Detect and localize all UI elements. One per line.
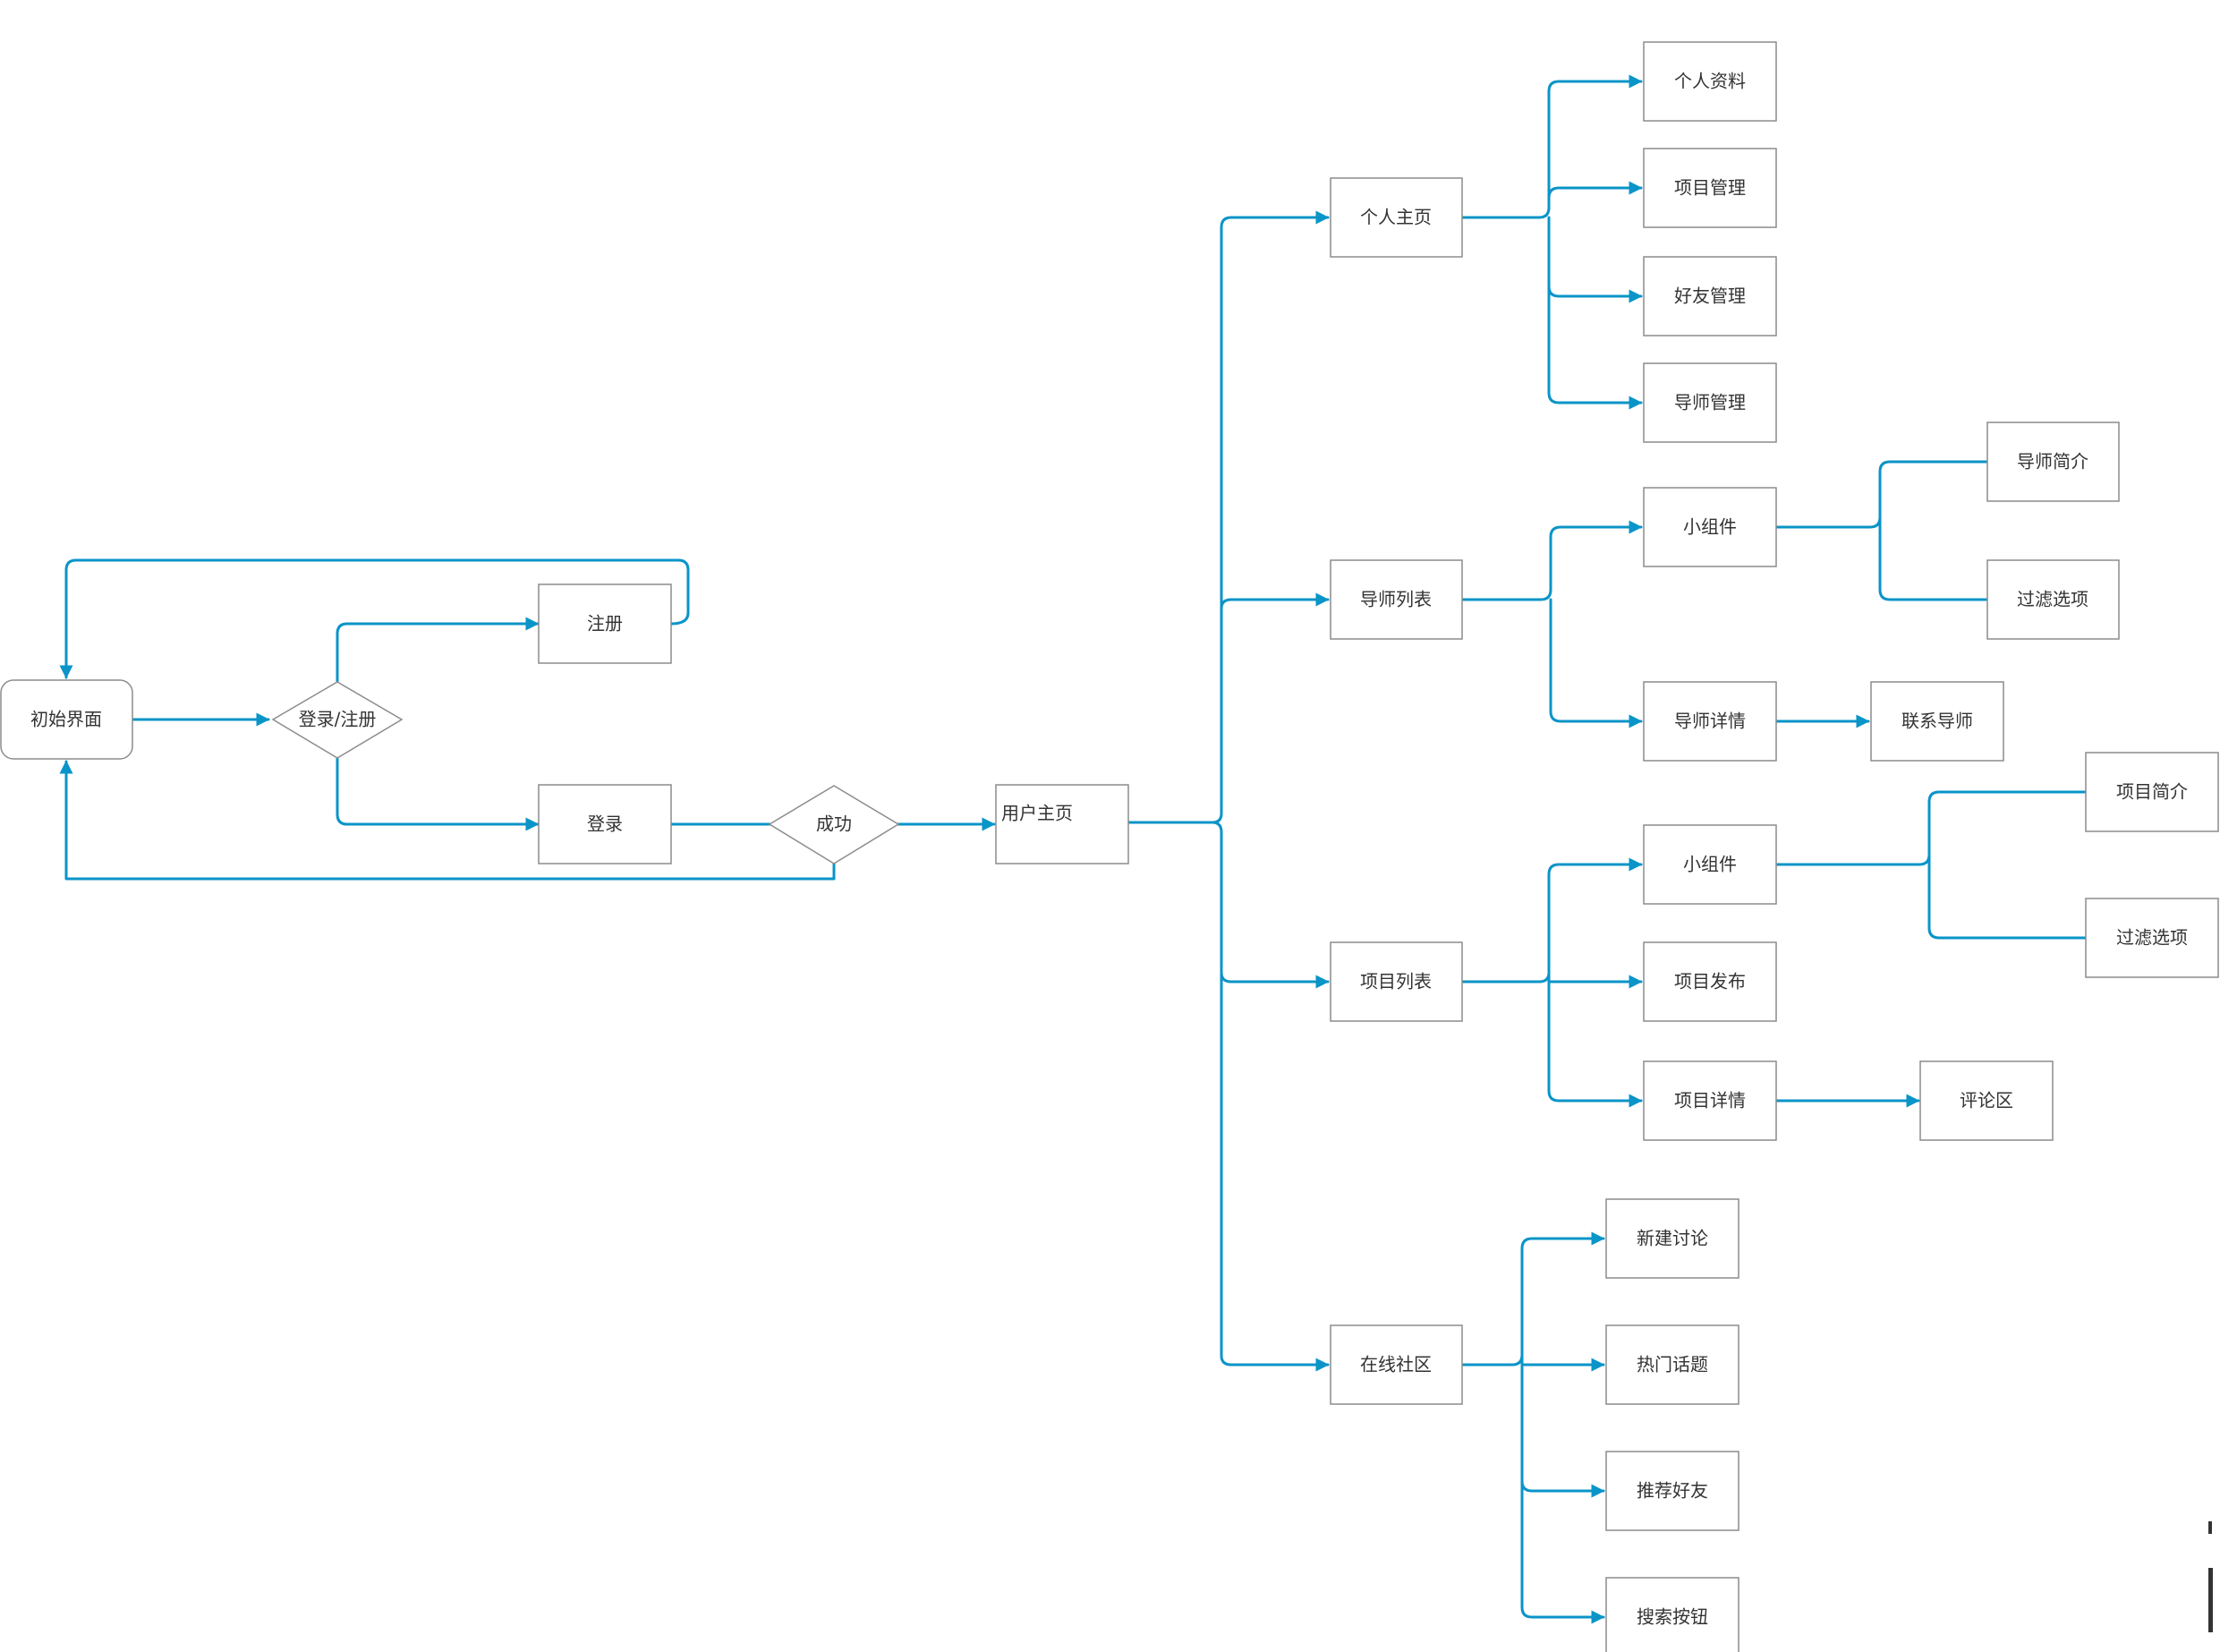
node-friend-mgmt[interactable]: 好友管理 <box>1643 256 1777 336</box>
node-success-label: 成功 <box>816 813 852 835</box>
node-project-detail-label: 项目详情 <box>1674 1090 1746 1111</box>
connector-to-community <box>1220 971 1330 1372</box>
node-mentor-detail-label: 导师详情 <box>1674 711 1746 732</box>
node-mentor-widget[interactable]: 小组件 <box>1643 487 1777 567</box>
connector-personal-trunk <box>1460 74 1643 219</box>
node-project-publish-label: 项目发布 <box>1674 971 1746 992</box>
nodes: 初始界面 登录/注册 注册 登录 成功 用户主页 个人主页 <box>0 41 2219 1652</box>
node-start-label: 初始界面 <box>30 709 102 730</box>
connector-register-loop <box>59 558 690 679</box>
connector-success-fail-loop <box>59 760 836 881</box>
connector-to-recommend-friends <box>1520 1353 1605 1498</box>
node-project-list-label: 项目列表 <box>1360 971 1432 992</box>
node-login-or-register[interactable]: 登录/注册 <box>271 681 404 759</box>
node-success[interactable]: 成功 <box>768 785 900 864</box>
node-mentor-list[interactable]: 导师列表 <box>1330 559 1463 640</box>
node-mentor-intro[interactable]: 导师简介 <box>1986 422 2120 502</box>
connector-community-trunk <box>1460 1231 1605 1367</box>
node-contact-mentor[interactable]: 联系导师 <box>1870 681 2004 762</box>
node-project-intro[interactable]: 项目简介 <box>2085 752 2219 832</box>
connector-to-project-detail <box>1547 971 1643 1108</box>
node-project-list[interactable]: 项目列表 <box>1330 941 1463 1022</box>
node-community[interactable]: 在线社区 <box>1330 1324 1463 1405</box>
node-mentor-detail[interactable]: 导师详情 <box>1643 681 1777 762</box>
connector-to-friend-mgmt <box>1547 216 1643 303</box>
connectors <box>59 74 2088 1624</box>
node-recommend-friends-label: 推荐好友 <box>1637 1480 1708 1502</box>
node-recommend-friends[interactable]: 推荐好友 <box>1605 1451 1739 1531</box>
node-profile-label: 个人资料 <box>1674 71 1746 92</box>
connector-to-project-list <box>1211 821 1330 989</box>
node-login-or-register-label: 登录/注册 <box>299 709 377 730</box>
node-new-discussion-label: 新建讨论 <box>1637 1228 1708 1249</box>
node-mentor-filter[interactable]: 过滤选项 <box>1986 559 2120 640</box>
node-project-mgmt[interactable]: 项目管理 <box>1643 148 1777 228</box>
node-hot-topics-label: 热门话题 <box>1637 1354 1708 1375</box>
node-project-widget[interactable]: 小组件 <box>1643 824 1777 905</box>
node-personal-home[interactable]: 个人主页 <box>1330 177 1463 258</box>
node-mentor-mgmt-label: 导师管理 <box>1674 392 1746 413</box>
node-profile[interactable]: 个人资料 <box>1643 41 1777 122</box>
connector-widget-to-filter <box>1878 515 1989 601</box>
node-comments[interactable]: 评论区 <box>1919 1060 2054 1141</box>
node-mentor-mgmt[interactable]: 导师管理 <box>1643 362 1777 443</box>
connector-to-mentor-detail <box>1549 598 1643 728</box>
node-project-widget-label: 小组件 <box>1683 854 1737 875</box>
node-comments-label: 评论区 <box>1960 1090 2013 1111</box>
node-mentor-filter-label: 过滤选项 <box>2017 589 2088 610</box>
node-user-home-label: 用户主页 <box>1001 803 1073 824</box>
node-user-home[interactable]: 用户主页 <box>995 784 1129 864</box>
node-login[interactable]: 登录 <box>538 784 672 864</box>
node-community-label: 在线社区 <box>1360 1354 1432 1375</box>
connector-decision-to-login <box>336 755 540 831</box>
right-edge-scroll-handle[interactable] <box>2208 1521 2213 1632</box>
connector-widget-to-intro <box>1774 460 1989 529</box>
connector-pwidget-to-intro <box>1774 790 2088 866</box>
connector-pwidget-to-filter <box>1927 853 2088 940</box>
connector-to-search-button <box>1520 1479 1605 1624</box>
connector-project-list-trunk <box>1460 857 1643 984</box>
node-friend-mgmt-label: 好友管理 <box>1674 285 1746 307</box>
connector-to-project-mgmt <box>1547 181 1643 209</box>
node-register[interactable]: 注册 <box>538 583 672 664</box>
node-personal-home-label: 个人主页 <box>1360 207 1432 228</box>
node-mentor-intro-label: 导师简介 <box>2017 451 2088 473</box>
node-search-button[interactable]: 搜索按钮 <box>1605 1577 1739 1652</box>
node-register-label: 注册 <box>587 613 623 634</box>
node-mentor-list-label: 导师列表 <box>1360 589 1432 610</box>
connector-to-mentor-list <box>1220 592 1330 610</box>
node-project-mgmt-label: 项目管理 <box>1674 177 1746 199</box>
node-project-filter-label: 过滤选项 <box>2116 927 2188 949</box>
node-mentor-widget-label: 小组件 <box>1683 516 1737 538</box>
connector-decision-to-register <box>336 617 540 684</box>
node-start[interactable]: 初始界面 <box>0 679 133 760</box>
connector-mentor-list-trunk <box>1460 520 1643 601</box>
node-project-filter[interactable]: 过滤选项 <box>2085 898 2219 978</box>
connector-user-home-trunk <box>1127 210 1330 824</box>
node-contact-mentor-label: 联系导师 <box>1901 711 1973 732</box>
node-project-publish[interactable]: 项目发布 <box>1643 941 1777 1022</box>
connector-to-mentor-mgmt <box>1547 285 1643 410</box>
node-search-button-label: 搜索按钮 <box>1637 1606 1708 1628</box>
node-hot-topics[interactable]: 热门话题 <box>1605 1324 1739 1405</box>
node-new-discussion[interactable]: 新建讨论 <box>1605 1198 1739 1279</box>
node-login-label: 登录 <box>587 813 623 835</box>
node-project-intro-label: 项目简介 <box>2116 781 2188 803</box>
node-project-detail[interactable]: 项目详情 <box>1643 1060 1777 1141</box>
